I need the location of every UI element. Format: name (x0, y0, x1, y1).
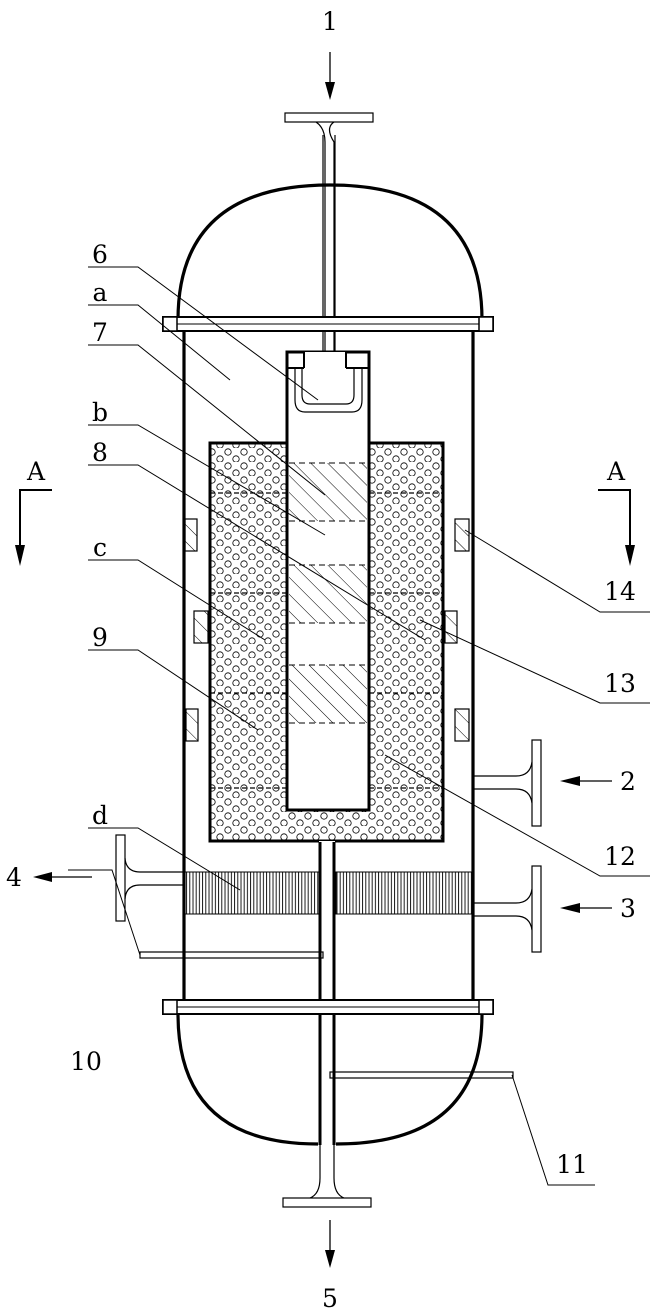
label-section-left: A (26, 457, 46, 486)
label-14: 14 (604, 577, 636, 606)
distributor-cup (294, 368, 363, 413)
nozzle-2 (473, 739, 542, 827)
arrow-2 (560, 776, 612, 786)
label-4: 4 (6, 863, 22, 892)
outlet-pipe (318, 841, 336, 1145)
arrow-3 (560, 903, 612, 913)
nozzle-3 (473, 865, 542, 953)
label-b: b (92, 398, 108, 427)
thermowell-10 (139, 951, 324, 959)
label-section-right: A (606, 457, 626, 486)
label-11: 11 (556, 1150, 588, 1179)
lower-dome-head (176, 1013, 484, 1146)
label-3: 3 (620, 894, 636, 923)
arrow-1 (325, 52, 335, 100)
leader-lines (68, 266, 650, 1186)
section-marker-right (598, 489, 635, 566)
label-8: 8 (92, 438, 108, 467)
section-marker-left (15, 489, 52, 566)
arrow-5 (325, 1220, 335, 1268)
side-baffle-blocks (184, 518, 470, 742)
label-12: 12 (604, 842, 636, 871)
bed-dividers (210, 492, 443, 789)
label-c: c (93, 533, 107, 562)
lower-flange (162, 999, 494, 1015)
label-6: 6 (92, 240, 108, 269)
upper-flange (162, 316, 494, 332)
label-9: 9 (92, 623, 108, 652)
label-1: 1 (322, 7, 338, 36)
arrow-4 (33, 872, 92, 882)
label-13: 13 (604, 669, 636, 698)
label-5: 5 (322, 1284, 338, 1313)
label-d: d (92, 801, 108, 830)
upper-dome-head (176, 183, 484, 321)
outlet-nozzle-bottom (282, 1145, 372, 1208)
label-2: 2 (620, 767, 636, 796)
label-7: 7 (92, 318, 108, 347)
thermowell-11 (329, 1071, 514, 1079)
nozzle-4 (115, 834, 184, 922)
label-a: a (93, 278, 108, 307)
label-10: 10 (70, 1047, 102, 1076)
hatched-pipe-segments (289, 462, 367, 724)
heat-exchanger-bundle (184, 871, 473, 915)
